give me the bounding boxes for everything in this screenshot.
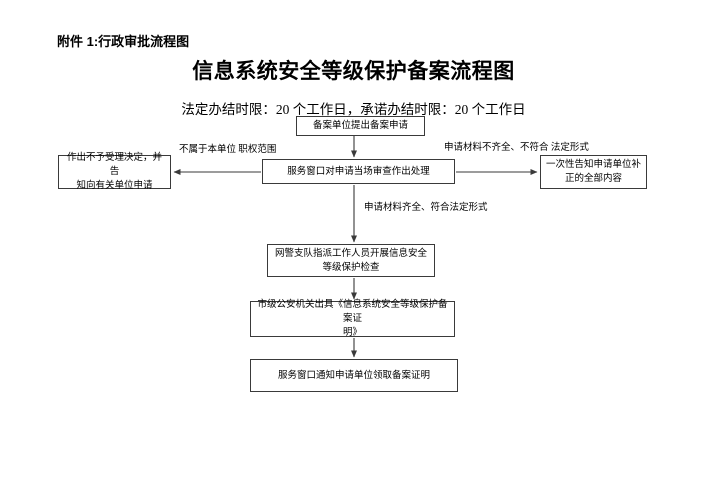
node-certify[interactable]: 市级公安机关出具《信息系统安全等级保护备案证明》 xyxy=(250,300,455,338)
edge-label-incomplete-l1: 申请材料不齐全、不符合 xyxy=(444,143,549,153)
node-reject[interactable]: 作出不予受理决定，并告知向有关单位申请 xyxy=(58,153,171,191)
node-window-review[interactable]: 服务窗口对申请当场审查作出处理 xyxy=(262,159,455,184)
node-inspect-label: 网警支队指派工作人员开展信息安全等级保护检查 xyxy=(274,248,427,273)
edge-label-incomplete: 申请材料不齐全、不符合 法定形式 xyxy=(444,141,589,155)
node-collect[interactable]: 服务窗口通知申请单位领取备案证明 xyxy=(250,359,458,392)
node-apply[interactable]: 备案单位提出备案申请 xyxy=(296,116,425,136)
edge-label-not-in-scope: 不属于本单位 职权范围 xyxy=(179,143,276,157)
node-window-review-label: 服务窗口对申请当场审查作出处理 xyxy=(287,166,430,177)
node-certify-label: 市级公安机关出具《信息系统安全等级保护备案证明》 xyxy=(257,300,448,338)
attachment-note: 附件 1:行政审批流程图 xyxy=(57,34,190,49)
page-title: 信息系统安全等级保护备案流程图 xyxy=(192,60,515,83)
node-collect-label: 服务窗口通知申请单位领取备案证明 xyxy=(277,370,430,381)
edge-label-incomplete-l2: 法定形式 xyxy=(550,143,589,153)
edge-label-not-in-scope-l1: 不属于本单位 xyxy=(179,145,237,155)
edge-label-not-in-scope-l2: 职权范围 xyxy=(238,145,277,155)
node-reject-label: 作出不予受理决定，并告知向有关单位申请 xyxy=(66,153,162,191)
node-apply-label: 备案单位提出备案申请 xyxy=(312,121,408,131)
node-inspect[interactable]: 网警支队指派工作人员开展信息安全等级保护检查 xyxy=(267,244,435,277)
deadline-statement: 法定办结时限：20 个工作日，承诺办结时限：20 个工作日 xyxy=(181,102,526,117)
node-notify-fix-label: 一次性告知申请单位补正的全部内容 xyxy=(545,160,641,184)
edge-label-complete: 申请材料齐全、符合法定形式 xyxy=(364,203,488,213)
node-notify-fix[interactable]: 一次性告知申请单位补正的全部内容 xyxy=(540,155,647,189)
